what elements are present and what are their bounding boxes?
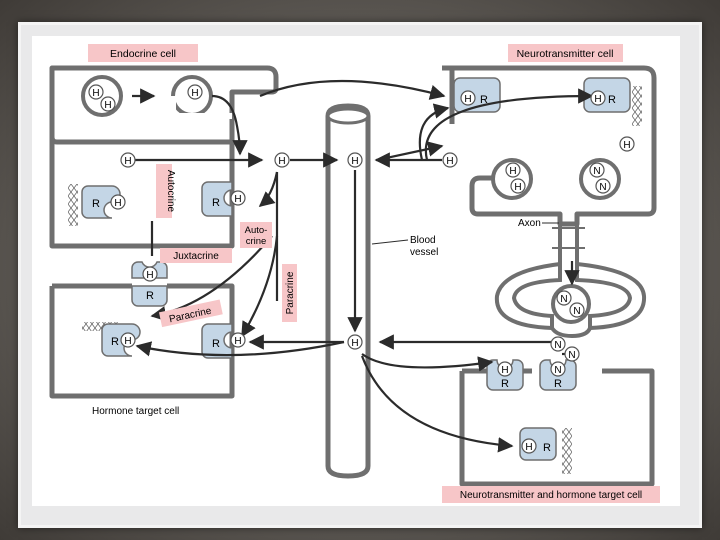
- hormone-icon: H: [442, 152, 458, 168]
- neurotransmitter-icon: N: [550, 361, 566, 377]
- hormone-icon: H: [110, 194, 126, 210]
- svg-text:N: N: [568, 350, 575, 361]
- hormone-icon: H: [120, 152, 136, 168]
- hormone-signaling-diagram: R R R R R R R R R R: [49, 44, 660, 503]
- svg-text:H: H: [351, 338, 358, 349]
- synaptic-vesicle: [551, 284, 591, 324]
- neurotransmitter-molecules: N N N N N N N: [550, 162, 611, 377]
- svg-text:H: H: [114, 198, 121, 209]
- hormone-icon: H: [521, 438, 537, 454]
- dna-icon: [562, 428, 572, 474]
- hormone-target-cell: [49, 283, 235, 399]
- hormone-icon: H: [510, 178, 526, 194]
- label-autocrine-short: Auto- crine: [240, 222, 272, 248]
- hormone-icon: H: [142, 266, 158, 282]
- svg-text:H: H: [501, 365, 508, 376]
- label-nt-hormone-target-cell: Neurotransmitter and hormone target cell: [442, 486, 660, 503]
- svg-text:H: H: [124, 336, 131, 347]
- neurotransmitter-icon: N: [589, 162, 605, 178]
- receptor-label: R: [212, 197, 220, 209]
- receptor-label: R: [501, 378, 509, 390]
- blood-vessel: [325, 103, 371, 479]
- svg-text:Auto-: Auto-: [245, 225, 268, 236]
- svg-text:H: H: [104, 100, 111, 111]
- endocrine-cell: [49, 65, 279, 249]
- label-hormone-target-cell: Hormone target cell: [92, 406, 179, 417]
- svg-text:Neurotransmitter and hormone t: Neurotransmitter and hormone target cell: [460, 490, 642, 501]
- label-juxtacrine: Juxtacrine: [160, 248, 232, 263]
- neurotransmitter-icon: N: [550, 336, 566, 352]
- svg-text:H: H: [351, 156, 358, 167]
- svg-text:Paracrine: Paracrine: [285, 271, 296, 314]
- hormone-icon: H: [274, 152, 290, 168]
- hormone-icon: H: [619, 136, 635, 152]
- svg-text:H: H: [514, 182, 521, 193]
- svg-text:N: N: [593, 166, 600, 177]
- diagram-panel: R R R R R R R R R R: [32, 36, 680, 506]
- hormone-molecules: H H H H H H H H H H H H H H H H H H H H: [88, 84, 635, 454]
- hormone-icon: H: [187, 84, 203, 100]
- svg-text:Juxtacrine: Juxtacrine: [173, 251, 219, 262]
- neurotransmitter-icon: N: [556, 290, 572, 306]
- svg-text:N: N: [560, 294, 567, 305]
- hormone-icon: H: [120, 332, 136, 348]
- label-autocrine-vertical: Autocrine: [156, 164, 176, 218]
- hormone-icon: H: [230, 190, 246, 206]
- neurotransmitter-icon: N: [569, 302, 585, 318]
- dna-icon: [82, 322, 118, 331]
- label-endocrine-cell: Endocrine cell: [88, 44, 198, 62]
- svg-text:N: N: [599, 182, 606, 193]
- svg-text:H: H: [191, 88, 198, 99]
- svg-text:H: H: [124, 156, 131, 167]
- svg-text:crine: crine: [246, 236, 267, 247]
- svg-text:H: H: [623, 140, 630, 151]
- receptor-autocrine: R: [201, 181, 233, 217]
- neurotransmitter-icon: N: [564, 346, 580, 362]
- svg-text:N: N: [554, 340, 561, 351]
- label-axon: Axon: [518, 218, 541, 229]
- neurotransmitter-icon: N: [595, 178, 611, 194]
- svg-text:H: H: [464, 94, 471, 105]
- hormone-icon: H: [497, 361, 513, 377]
- svg-text:H: H: [234, 194, 241, 205]
- svg-text:N: N: [554, 365, 561, 376]
- hormone-icon: H: [230, 332, 246, 348]
- arrows: [132, 79, 594, 453]
- svg-text:H: H: [234, 336, 241, 347]
- hormone-icon: H: [347, 152, 363, 168]
- receptor-nucleus: R: [81, 185, 121, 219]
- label-blood-vessel-line2: vessel: [410, 247, 438, 258]
- dna-icon: [632, 86, 642, 126]
- svg-text:N: N: [573, 306, 580, 317]
- hormone-icon: H: [347, 334, 363, 350]
- receptor-label: R: [212, 338, 220, 350]
- receptor-label: R: [608, 94, 616, 106]
- receptor-label: R: [543, 442, 551, 454]
- svg-text:H: H: [146, 270, 153, 281]
- receptor-label: R: [146, 290, 154, 302]
- receptor-label: R: [554, 378, 562, 390]
- hormone-icon: H: [88, 84, 104, 100]
- svg-text:Neurotransmitter cell: Neurotransmitter cell: [517, 48, 614, 60]
- hormone-icon: H: [590, 90, 606, 106]
- svg-text:H: H: [92, 88, 99, 99]
- hormone-icon: H: [460, 90, 476, 106]
- receptor-label: R: [480, 94, 488, 106]
- receptor-paracrine: R: [201, 323, 233, 359]
- svg-text:H: H: [509, 166, 516, 177]
- svg-text:H: H: [446, 156, 453, 167]
- receptor-label: R: [92, 198, 100, 210]
- svg-text:H: H: [594, 94, 601, 105]
- svg-text:Endocrine cell: Endocrine cell: [110, 48, 176, 60]
- hormone-icon: H: [505, 162, 521, 178]
- hormone-icon: H: [100, 96, 116, 112]
- receptor-label: R: [111, 336, 119, 348]
- label-neurotransmitter-cell: Neurotransmitter cell: [508, 44, 623, 62]
- label-blood-vessel-line1: Blood: [410, 235, 436, 246]
- dna-icon: [68, 184, 78, 226]
- label-paracrine-vertical: Paracrine: [282, 264, 297, 322]
- svg-text:Autocrine: Autocrine: [165, 170, 176, 213]
- svg-text:H: H: [278, 156, 285, 167]
- svg-text:H: H: [525, 442, 532, 453]
